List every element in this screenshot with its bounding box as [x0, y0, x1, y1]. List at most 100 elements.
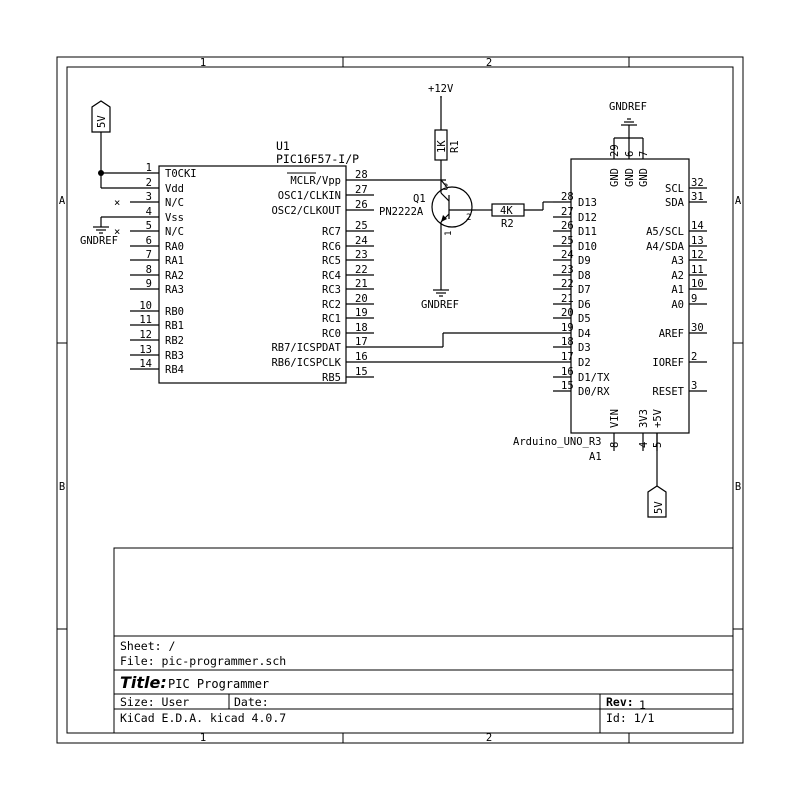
- a1-pin-number: 7: [638, 151, 650, 157]
- u1-pin-number: 20: [355, 293, 368, 305]
- u1-pin-number: 6: [146, 235, 152, 247]
- a1-pin-number: 15: [561, 380, 574, 392]
- transistor-q1[interactable]: Q1 PN2222A 3 2 1: [379, 180, 476, 236]
- u1-pin-name: T0CKI: [165, 168, 197, 180]
- gndref-q1: GNDREF: [421, 289, 459, 311]
- q1-pin-b: 2: [466, 213, 471, 223]
- u1-pin-number: 9: [146, 278, 152, 290]
- a1-pin-name: VIN: [609, 409, 621, 428]
- resistor-r2[interactable]: 4K R2: [491, 203, 525, 230]
- u1-pin-number: 10: [139, 300, 152, 312]
- power-5v-bottom-label: 5V: [653, 501, 665, 514]
- u1-pin-number: 4: [146, 206, 152, 218]
- u1-pin-number: 27: [355, 184, 368, 196]
- a1-pin-number: 26: [561, 220, 574, 232]
- plus12v-label: +12V: [428, 83, 454, 95]
- a1-pin-name: GND: [624, 168, 636, 187]
- a1-pin-name: A4/SDA: [646, 241, 685, 253]
- a1-pin-number: 12: [691, 249, 704, 261]
- u1-pin-number: 16: [355, 351, 368, 363]
- u1-pin-name: RB2: [165, 335, 184, 347]
- u1-pin-name: RC0: [322, 328, 341, 340]
- no-connect-pin3: ×: [114, 197, 120, 209]
- u1-pin-name: RB5: [322, 372, 341, 384]
- u1-pin-number: 1: [146, 162, 152, 174]
- u1-pin-name: Vss: [165, 212, 184, 224]
- tb-file: File: pic-programmer.sch: [120, 654, 286, 668]
- a1-pin-number: 28: [561, 191, 574, 203]
- a1-pin-number: 31: [691, 191, 704, 203]
- u1-pin-name: MCLR/Vpp: [290, 175, 341, 187]
- a1-pin-number: 6: [624, 151, 636, 157]
- u1-pin-number: 3: [146, 191, 152, 203]
- u1-pin-name: RB7/ICSPDAT: [271, 342, 341, 354]
- a1-pin-number: 25: [561, 235, 574, 247]
- a1-pin-number: 2: [691, 351, 697, 363]
- u1-pin-name: RA1: [165, 255, 184, 267]
- tb-title-value: PIC Programmer: [168, 677, 269, 691]
- a1-pin-number: 3: [691, 380, 697, 392]
- a1-pin-number: 9: [691, 293, 697, 305]
- a1-pin-number: 4: [638, 442, 650, 448]
- a1-pin-number: 23: [561, 264, 574, 276]
- row-label-left-b: B: [59, 481, 65, 493]
- power-5v-top: 5V: [91, 100, 111, 133]
- wires: [100, 96, 658, 492]
- u1-pin-name: RB4: [165, 364, 184, 376]
- row-label-left-a: A: [59, 195, 66, 207]
- a1-pin-name: D12: [578, 212, 597, 224]
- junction-dot: [98, 170, 104, 176]
- u1-pin-number: 19: [355, 307, 368, 319]
- a1-right-pins: 32SCL31SDA14A5/SCL13A4/SDA12A311A210A19A…: [646, 177, 707, 398]
- row-label-right-a: A: [735, 195, 742, 207]
- tb-id: Id: 1/1: [606, 711, 655, 725]
- a1-pin-number: 10: [691, 278, 704, 290]
- a1-pin-name: A3: [671, 255, 684, 267]
- u1-pin-name: RA3: [165, 284, 184, 296]
- a1-pin-name: SCL: [665, 183, 684, 195]
- a1-pin-name: D11: [578, 226, 597, 238]
- a1-pin-name: GND: [609, 168, 621, 187]
- u1-pin-number: 11: [139, 314, 152, 326]
- a1-pin-name: RESET: [652, 386, 684, 398]
- u1-pin-name: N/C: [165, 226, 184, 238]
- resistor-r1[interactable]: 1K R1: [434, 129, 461, 161]
- a1-pin-name: IOREF: [652, 357, 684, 369]
- a1-pin-number: 22: [561, 278, 574, 290]
- r1-ref: R1: [449, 140, 461, 153]
- a1-pin-name: D1/TX: [578, 372, 610, 384]
- q1-pin-c: 3: [443, 183, 448, 193]
- tb-size: Size: User: [120, 695, 189, 709]
- gndref-left-label: GNDREF: [80, 235, 118, 247]
- u1-pin-name: OSC1/CLKIN: [278, 190, 341, 202]
- a1-pin-name: D5: [578, 313, 591, 325]
- u1-pin-name: RC2: [322, 299, 341, 311]
- q1-ref: Q1: [413, 193, 426, 205]
- u1-pin-number: 28: [355, 169, 368, 181]
- u1-pin-name: RC5: [322, 255, 341, 267]
- u1-pin-number: 7: [146, 249, 152, 261]
- u1-pin-number: 14: [139, 358, 152, 370]
- a1-pin-name: A1: [671, 284, 684, 296]
- a1-pin-name: 3V3: [638, 409, 650, 428]
- u1-right-pins: 28MCLR/Vpp27OSC1/CLKIN26OSC2/CLKOUT25RC7…: [271, 169, 374, 384]
- tb-date: Date:: [234, 695, 269, 709]
- u1-pin-number: 13: [139, 344, 152, 356]
- a1-pin-number: 21: [561, 293, 574, 305]
- a1-pin-number: 19: [561, 322, 574, 334]
- u1-value: PIC16F57-I/P: [276, 152, 359, 166]
- tb-rev-label: Rev:: [606, 695, 634, 709]
- u1-pin-name: RB3: [165, 350, 184, 362]
- u1-pin-number: 24: [355, 235, 368, 247]
- tb-tool: KiCad E.D.A. kicad 4.0.7: [120, 711, 286, 725]
- tb-rev-value: 1: [639, 698, 646, 712]
- u1-pin-name: RC3: [322, 284, 341, 296]
- a1-pin-number: 16: [561, 366, 574, 378]
- a1-body[interactable]: [570, 158, 690, 434]
- u1-pin-name: RA2: [165, 270, 184, 282]
- u1-pin-number: 25: [355, 220, 368, 232]
- col-label-top-1: 1: [200, 57, 206, 69]
